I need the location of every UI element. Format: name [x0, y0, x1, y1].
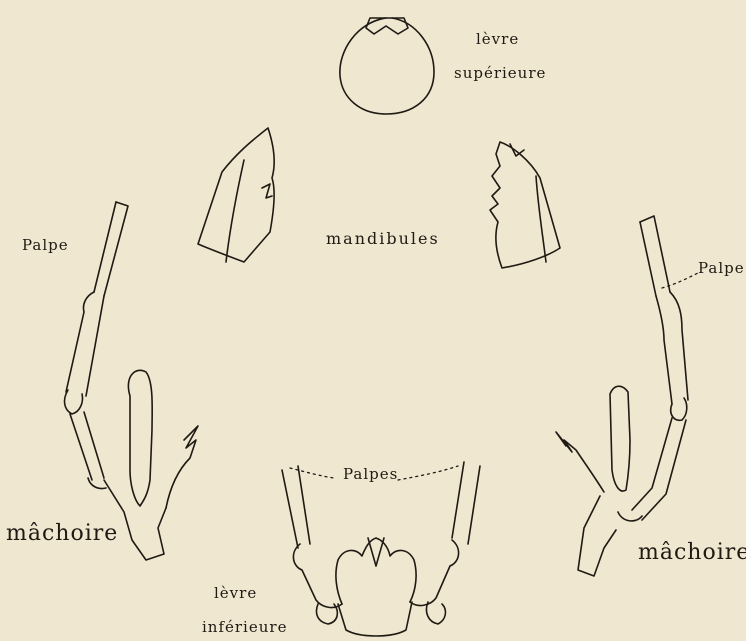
upper-lip-drawing: [340, 18, 434, 114]
maxilla-right-drawing: [556, 216, 688, 576]
label-palpe-left: Palpe: [22, 236, 69, 254]
label-machoire-left: mâchoire: [6, 521, 118, 546]
label-mandibules: mandibules: [326, 229, 440, 248]
palpes-leader-lines: [290, 272, 700, 480]
lower-lip-drawing: [282, 462, 480, 636]
label-levre-superieure-line1: lèvre: [476, 30, 519, 48]
label-machoire-right: mâchoire: [638, 540, 746, 565]
label-levre-inferieure-line1: lèvre: [214, 584, 257, 602]
mandible-right-drawing: [490, 142, 560, 268]
label-levre-superieure-line2: supérieure: [454, 64, 546, 82]
mandible-left-drawing: [198, 128, 274, 262]
label-levre-inferieure-line2: inférieure: [202, 618, 287, 636]
label-palpes: Palpes: [343, 465, 398, 483]
maxilla-left-drawing: [65, 202, 198, 560]
label-palpe-right: Palpe: [698, 259, 745, 277]
